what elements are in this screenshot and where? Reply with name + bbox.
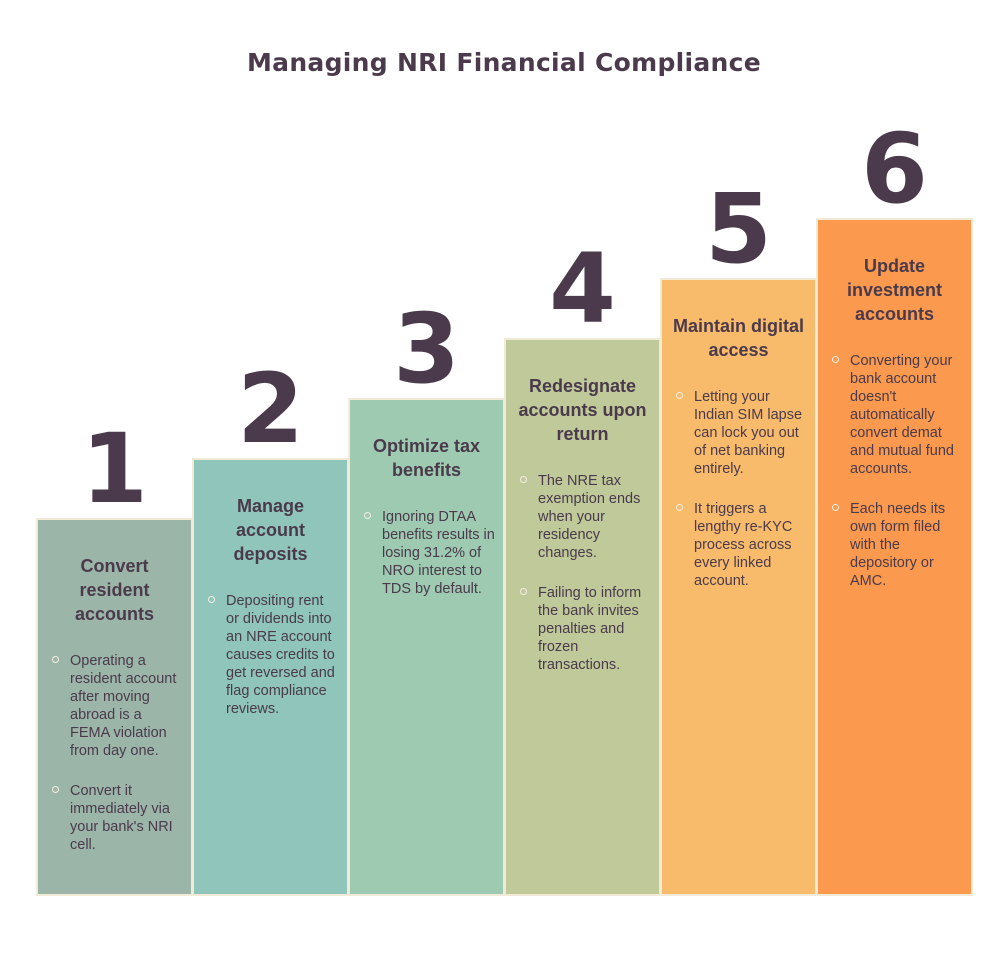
bullet-text: Depositing rent or dividends into an NRE… [226,593,335,717]
step-title: Optimize tax benefits [372,436,481,480]
list-item: It triggers a lengthy re-KYC process acr… [676,500,807,590]
step-5-block: 5 Maintain digital access Letting your I… [660,181,817,896]
step-number: 5 [705,173,772,285]
step-number: 3 [393,293,460,405]
list-item: Converting your bank account doesn't aut… [832,352,963,478]
bullet-icon [832,356,839,363]
page-title: Managing NRI Financial Compliance [246,48,762,77]
bullet-text: Letting your Indian SIM lapse can lock y… [694,389,803,477]
list-item: Failing to inform the bank invites penal… [520,584,651,674]
bullet-icon [364,512,371,519]
step-title: Maintain digital access [672,316,804,360]
step-title: Update investment accounts [846,256,943,324]
step-1-block: 1 Convert resident accounts Operating a … [36,421,193,896]
step-2-block: 2 Manage account deposits Depositing ren… [192,361,349,896]
step-number: 4 [549,233,616,345]
bullet-text: The NRE tax exemption ends when your res… [538,473,641,561]
bullet-text: Failing to inform the bank invites penal… [538,585,642,673]
bullet-text: It triggers a lengthy re-KYC process acr… [694,501,793,589]
bullet-icon [52,656,59,663]
bullet-icon [520,588,527,595]
list-item: Convert it immediately via your bank's N… [52,782,183,854]
step-number: 2 [237,353,304,465]
bullet-icon [52,786,59,793]
bullet-icon [676,392,683,399]
list-item: Depositing rent or dividends into an NRE… [208,592,339,718]
bullet-icon [676,504,683,511]
step-number: 6 [861,113,928,225]
bullet-icon [832,504,839,511]
bullet-text: Each needs its own form filed with the d… [850,501,946,589]
list-item: The NRE tax exemption ends when your res… [520,472,651,562]
step-title: Redesignate accounts upon return [518,376,647,444]
bullet-text: Ignoring DTAA benefits results in losing… [382,509,495,597]
step-6-block: 6 Update investment accounts Converting … [816,121,973,896]
bullet-text: Operating a resident account after movin… [70,653,177,759]
bullet-icon [208,596,215,603]
step-number: 1 [81,413,148,525]
list-item: Operating a resident account after movin… [52,652,183,760]
bullet-text: Converting your bank account doesn't aut… [850,353,954,477]
list-item: Ignoring DTAA benefits results in losing… [364,508,495,598]
bullet-text: Convert it immediately via your bank's N… [70,783,173,853]
step-3-block: 3 Optimize tax benefits Ignoring DTAA be… [348,301,505,896]
bullet-icon [520,476,527,483]
list-item: Each needs its own form filed with the d… [832,500,963,590]
step-title: Manage account deposits [233,496,308,564]
list-item: Letting your Indian SIM lapse can lock y… [676,388,807,478]
step-title: Convert resident accounts [74,556,155,624]
step-4-block: 4 Redesignate accounts upon return The N… [504,241,661,896]
